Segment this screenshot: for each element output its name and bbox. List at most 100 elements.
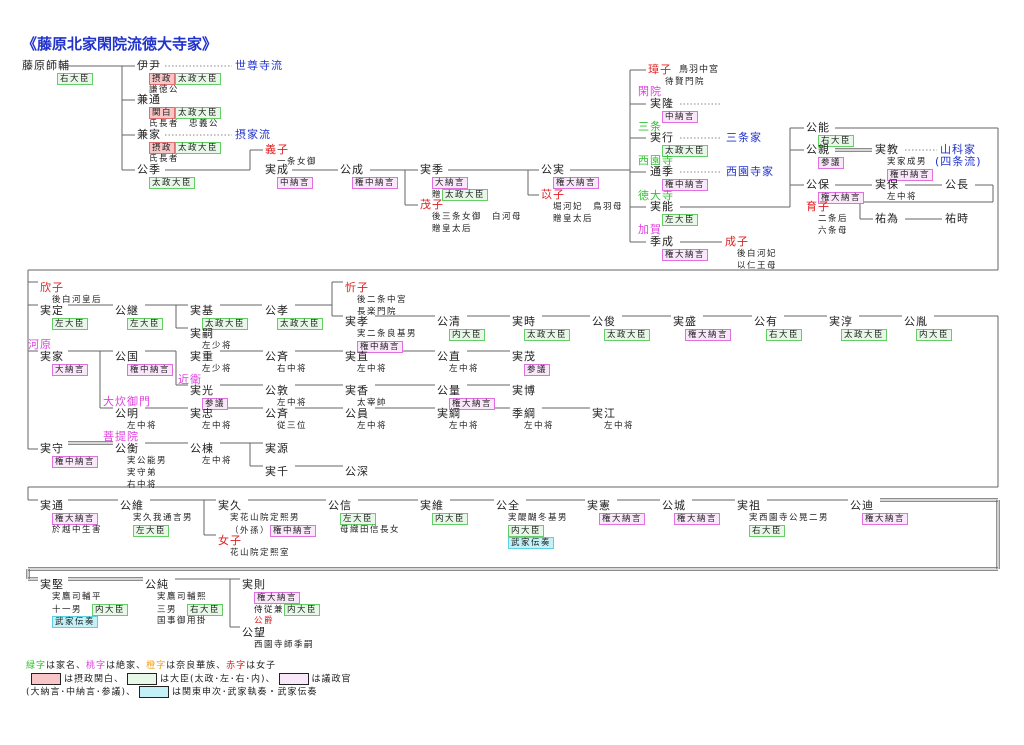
office-badge: 右大臣 bbox=[187, 604, 224, 616]
office-badge: 権大納言 bbox=[449, 398, 496, 410]
office-badge: 権大納言 bbox=[862, 513, 909, 525]
member-note: 右中将 bbox=[277, 364, 307, 375]
office-badge: 摂政 bbox=[149, 73, 176, 85]
note-text: 氏長者 bbox=[149, 154, 180, 164]
office-badge: 参議 bbox=[524, 364, 551, 376]
legend-swatch-red bbox=[31, 673, 61, 685]
member-note: 右大臣 bbox=[818, 135, 855, 147]
family-member: 公斉従三位 bbox=[265, 408, 306, 432]
member-note: 武家伝奏 bbox=[508, 537, 555, 549]
legend-row: (大納言･中納言･参議)、は関東申次･武家執奏・武家伝奏 bbox=[26, 686, 352, 699]
member-note: 実西園寺公晃二男 bbox=[749, 513, 829, 524]
member-note: （外孫）権中納言 bbox=[230, 525, 317, 537]
member-name: 山科家 bbox=[940, 143, 976, 156]
lineage-label: 加賀 bbox=[638, 224, 662, 236]
member-name: 公信 bbox=[328, 499, 352, 512]
family-member: 公員左中将 bbox=[345, 408, 386, 432]
member-name: 実時 bbox=[512, 315, 536, 328]
member-name: 公継 bbox=[115, 304, 139, 317]
office-badge: 武家伝奏 bbox=[508, 537, 555, 549]
family-member: 茂子後三条女御 白河母贈皇太后 bbox=[420, 199, 521, 235]
legend-text: は家名、 bbox=[46, 661, 87, 671]
member-name: 公衡 bbox=[115, 442, 139, 455]
member-name: 世尊寺流 bbox=[235, 59, 283, 72]
member-name: 三条 bbox=[638, 120, 662, 133]
lineage-label: 大炊御門 bbox=[103, 396, 151, 408]
member-note: 内大臣 bbox=[916, 329, 953, 341]
member-name: 実祖 bbox=[737, 499, 761, 512]
member-note: 中納言 bbox=[662, 111, 699, 123]
family-member: 実憲権大納言 bbox=[587, 499, 646, 525]
office-badge: 左大臣 bbox=[127, 318, 164, 330]
office-badge: 内大臣 bbox=[284, 604, 321, 616]
member-name: 兼家 bbox=[137, 128, 161, 141]
member-name: 三条家 bbox=[726, 131, 762, 144]
member-name: 実隆 bbox=[650, 97, 674, 110]
member-note: 贈太政大臣 bbox=[432, 189, 489, 201]
office-badge: 権大納言 bbox=[599, 513, 646, 525]
member-name: 実盛 bbox=[673, 315, 697, 328]
office-badge: 太政大臣 bbox=[524, 329, 571, 341]
member-name: 徳大寺 bbox=[638, 189, 674, 202]
office-badge: 参議 bbox=[202, 398, 229, 410]
member-name: 公城 bbox=[662, 499, 686, 512]
family-member: 実江左中将 bbox=[592, 408, 633, 432]
member-note: 以仁王母 bbox=[737, 261, 777, 272]
member-name: 大炊御門 bbox=[103, 395, 151, 408]
office-badge: 権大納言 bbox=[52, 513, 99, 525]
legend-text: は大臣(太政･左･右･内)、 bbox=[160, 674, 276, 685]
note-text: 左中将 bbox=[127, 421, 158, 431]
member-name: 実重 bbox=[190, 350, 214, 363]
lineage-label: 河原 bbox=[28, 339, 52, 351]
family-member: 実直左中将 bbox=[345, 350, 386, 375]
legend-swatch-pink bbox=[278, 673, 309, 685]
note-text: 氏長者 忠義公 bbox=[149, 119, 220, 129]
family-member: 実守権中納言 bbox=[40, 443, 99, 468]
note-text: 後白河皇后 bbox=[52, 295, 103, 305]
legend: 緑字は家名、桃字は絶家、橙字は奈良華族、赤字は女子は摂政関白、は大臣(太政･左･… bbox=[26, 660, 352, 699]
member-name: 西園寺 bbox=[638, 154, 674, 167]
member-name: 実光 bbox=[190, 384, 214, 397]
member-note: 左大臣 bbox=[340, 513, 377, 525]
family-member: 実時太政大臣 bbox=[512, 315, 571, 341]
family-member: 実重左少将 bbox=[190, 350, 231, 375]
office-badge: 太政大臣 bbox=[604, 329, 651, 341]
member-name: 公清 bbox=[437, 315, 461, 328]
member-note: 中納言 bbox=[277, 177, 314, 189]
member-name: 実則 bbox=[242, 578, 266, 591]
office-badge: 太政大臣 bbox=[202, 318, 249, 330]
note-text: 実鷹司輔熙 bbox=[157, 592, 208, 602]
member-name: 実直 bbox=[345, 350, 369, 363]
member-note: 六条母 bbox=[818, 226, 848, 237]
member-note: 実二条良基男 bbox=[357, 329, 417, 340]
member-name: 実憲 bbox=[587, 499, 611, 512]
member-note: 左中将 bbox=[202, 421, 232, 432]
lineage-label: 三条 bbox=[638, 121, 662, 133]
member-name: 実綱 bbox=[437, 407, 461, 420]
family-member: 公量権大納言 bbox=[437, 385, 496, 410]
note-text: 左中将 bbox=[449, 421, 480, 431]
member-note: 権大納言 bbox=[52, 513, 99, 525]
family-member: 公清内大臣 bbox=[437, 315, 486, 341]
family-member: 実季大納言贈太政大臣 bbox=[420, 164, 489, 201]
note-text: 実公能男 bbox=[127, 456, 168, 466]
office-badge: 権中納言 bbox=[887, 169, 934, 181]
member-note: 実久我通言男 bbox=[133, 513, 193, 524]
office-badge: 権大納言 bbox=[662, 249, 709, 261]
member-note: 実醍醐冬基男 bbox=[508, 513, 568, 524]
family-member: 通季権中納言 bbox=[650, 166, 709, 191]
lineage-label: 西園寺 bbox=[638, 155, 674, 167]
member-name: 閑院 bbox=[638, 85, 662, 98]
office-badge: 太政大臣 bbox=[175, 73, 222, 85]
member-note: 内大臣 bbox=[508, 525, 545, 537]
member-note: 三男 右大臣 bbox=[157, 604, 224, 616]
office-badge: 権大納言 bbox=[254, 592, 301, 604]
family-member: 藤原師輔右大臣 bbox=[22, 60, 94, 85]
member-note: 贈皇太后 bbox=[432, 224, 472, 235]
lineage-label: 近衛 bbox=[178, 374, 202, 386]
member-note: 堀河妃 鳥羽母 bbox=[553, 202, 623, 213]
note-text: （外孫） bbox=[230, 526, 271, 536]
legend-row: は摂政関白、は大臣(太政･左･右･内)、は議政官 bbox=[26, 673, 352, 686]
